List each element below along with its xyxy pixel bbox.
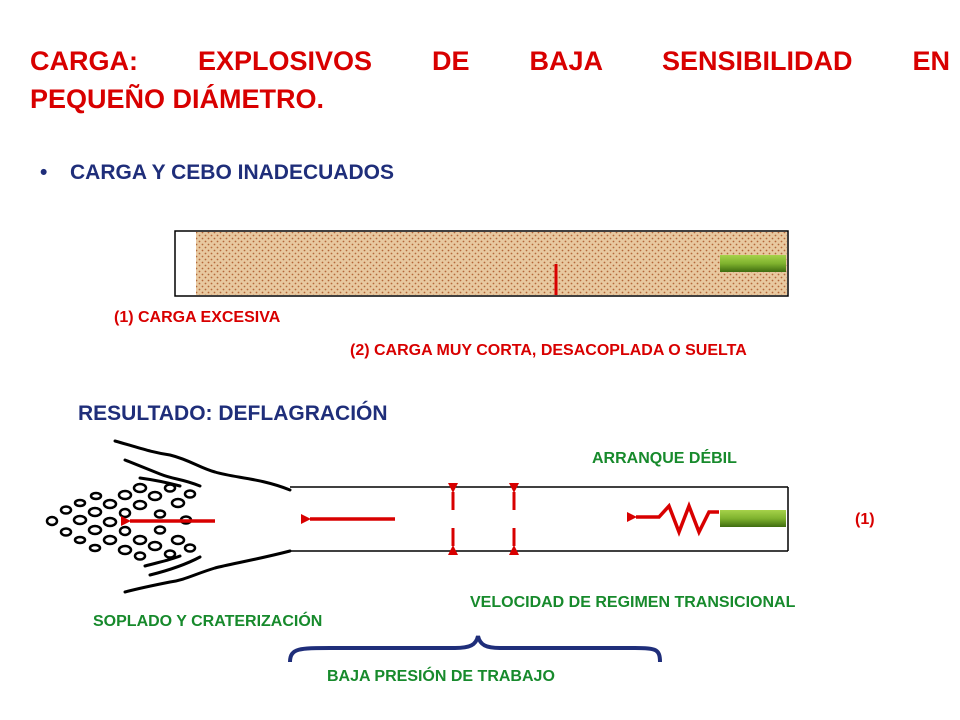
bullet-symbol: • <box>40 161 48 184</box>
page-title: CARGA: EXPLOSIVOS DE BAJA SENSIBILIDAD E… <box>30 42 950 118</box>
blowout-line-5 <box>148 555 202 577</box>
blowout-line-4 <box>123 549 292 594</box>
pressure-brace <box>288 635 662 663</box>
pressure-arrows <box>448 483 519 555</box>
blowout-line-3 <box>138 476 182 488</box>
blowout-lines <box>113 439 292 594</box>
primer-cartridge <box>720 255 786 272</box>
title-line-2: PEQUEÑO DIÁMETRO. <box>30 84 325 114</box>
flow-arrows <box>121 501 719 537</box>
explosive-charge <box>196 232 787 295</box>
blowout-line-6 <box>143 554 182 568</box>
label-arranque: ARRANQUE DÉBIL <box>592 450 737 467</box>
borehole-top <box>174 230 789 297</box>
zigzag-weak-start <box>637 501 719 537</box>
label-soplado: SOPLADO Y CRATERIZACIÓN <box>93 613 323 630</box>
label-ref-1: (1) <box>855 511 875 528</box>
label-resultado: RESULTADO: DEFLAGRACIÓN <box>78 402 388 425</box>
label-carga-corta: (2) CARGA MUY CORTA, DESACOPLADA O SUELT… <box>350 342 747 359</box>
rock-fragments <box>45 482 197 561</box>
primer-cartridge-bottom <box>720 510 786 527</box>
label-carga-excesiva: (1) CARGA EXCESIVA <box>114 309 281 326</box>
blowout-line-1 <box>113 439 292 492</box>
blowout-line-2 <box>123 458 202 488</box>
bullet-item: • CARGA Y CEBO INADECUADOS <box>40 161 394 185</box>
title-line-1: CARGA: EXPLOSIVOS DE BAJA SENSIBILIDAD E… <box>30 46 950 76</box>
borehole-bottom <box>290 486 789 552</box>
label-baja-presion: BAJA PRESIÓN DE TRABAJO <box>327 668 555 685</box>
bullet-text: CARGA Y CEBO INADECUADOS <box>70 161 394 184</box>
label-velocidad: VELOCIDAD DE REGIMEN TRANSICIONAL <box>470 594 796 611</box>
